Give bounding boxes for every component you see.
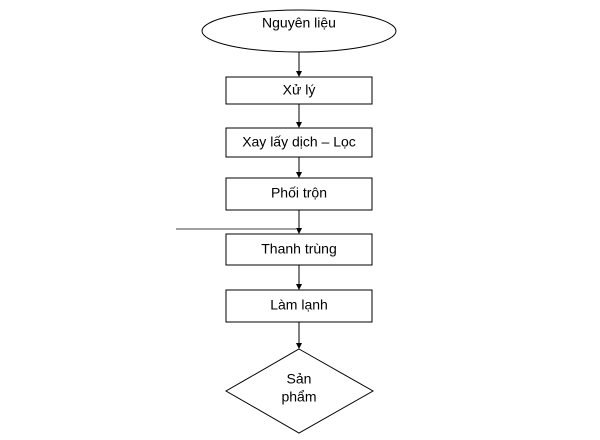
- arrowhead-thanh-trung-to-lam-lanh: [296, 284, 302, 290]
- start-node-label: Nguyên liệu: [262, 15, 336, 31]
- arrowhead-xu-ly-to-xay-loc: [296, 122, 302, 128]
- arrowhead-start-to-xu-ly: [296, 71, 302, 77]
- arrowhead-lam-lanh-to-san-pham: [296, 343, 302, 349]
- step-label-thanh-trung: Thanh trùng: [261, 241, 337, 257]
- end-node-label-line-1: Sản: [287, 371, 312, 387]
- step-box-lam-lanh: [225, 289, 373, 323]
- arrowhead-xay-loc-to-phoi-tron: [296, 172, 302, 178]
- end-node-label-line-2: phẩm: [281, 389, 316, 405]
- arrowhead-phoi-tron-to-thanh-trung: [296, 228, 302, 234]
- step-box-xu-ly: [225, 76, 373, 105]
- step-box-phoi-tron: [225, 177, 373, 211]
- step-label-phoi-tron: Phối trộn: [271, 185, 327, 201]
- end-node-shape: [224, 348, 375, 434]
- step-label-xu-ly: Xử lý: [283, 82, 316, 98]
- step-label-lam-lanh: Làm lạnh: [270, 297, 328, 313]
- step-label-xay-loc: Xay lấy dịch – Lọc: [242, 134, 356, 150]
